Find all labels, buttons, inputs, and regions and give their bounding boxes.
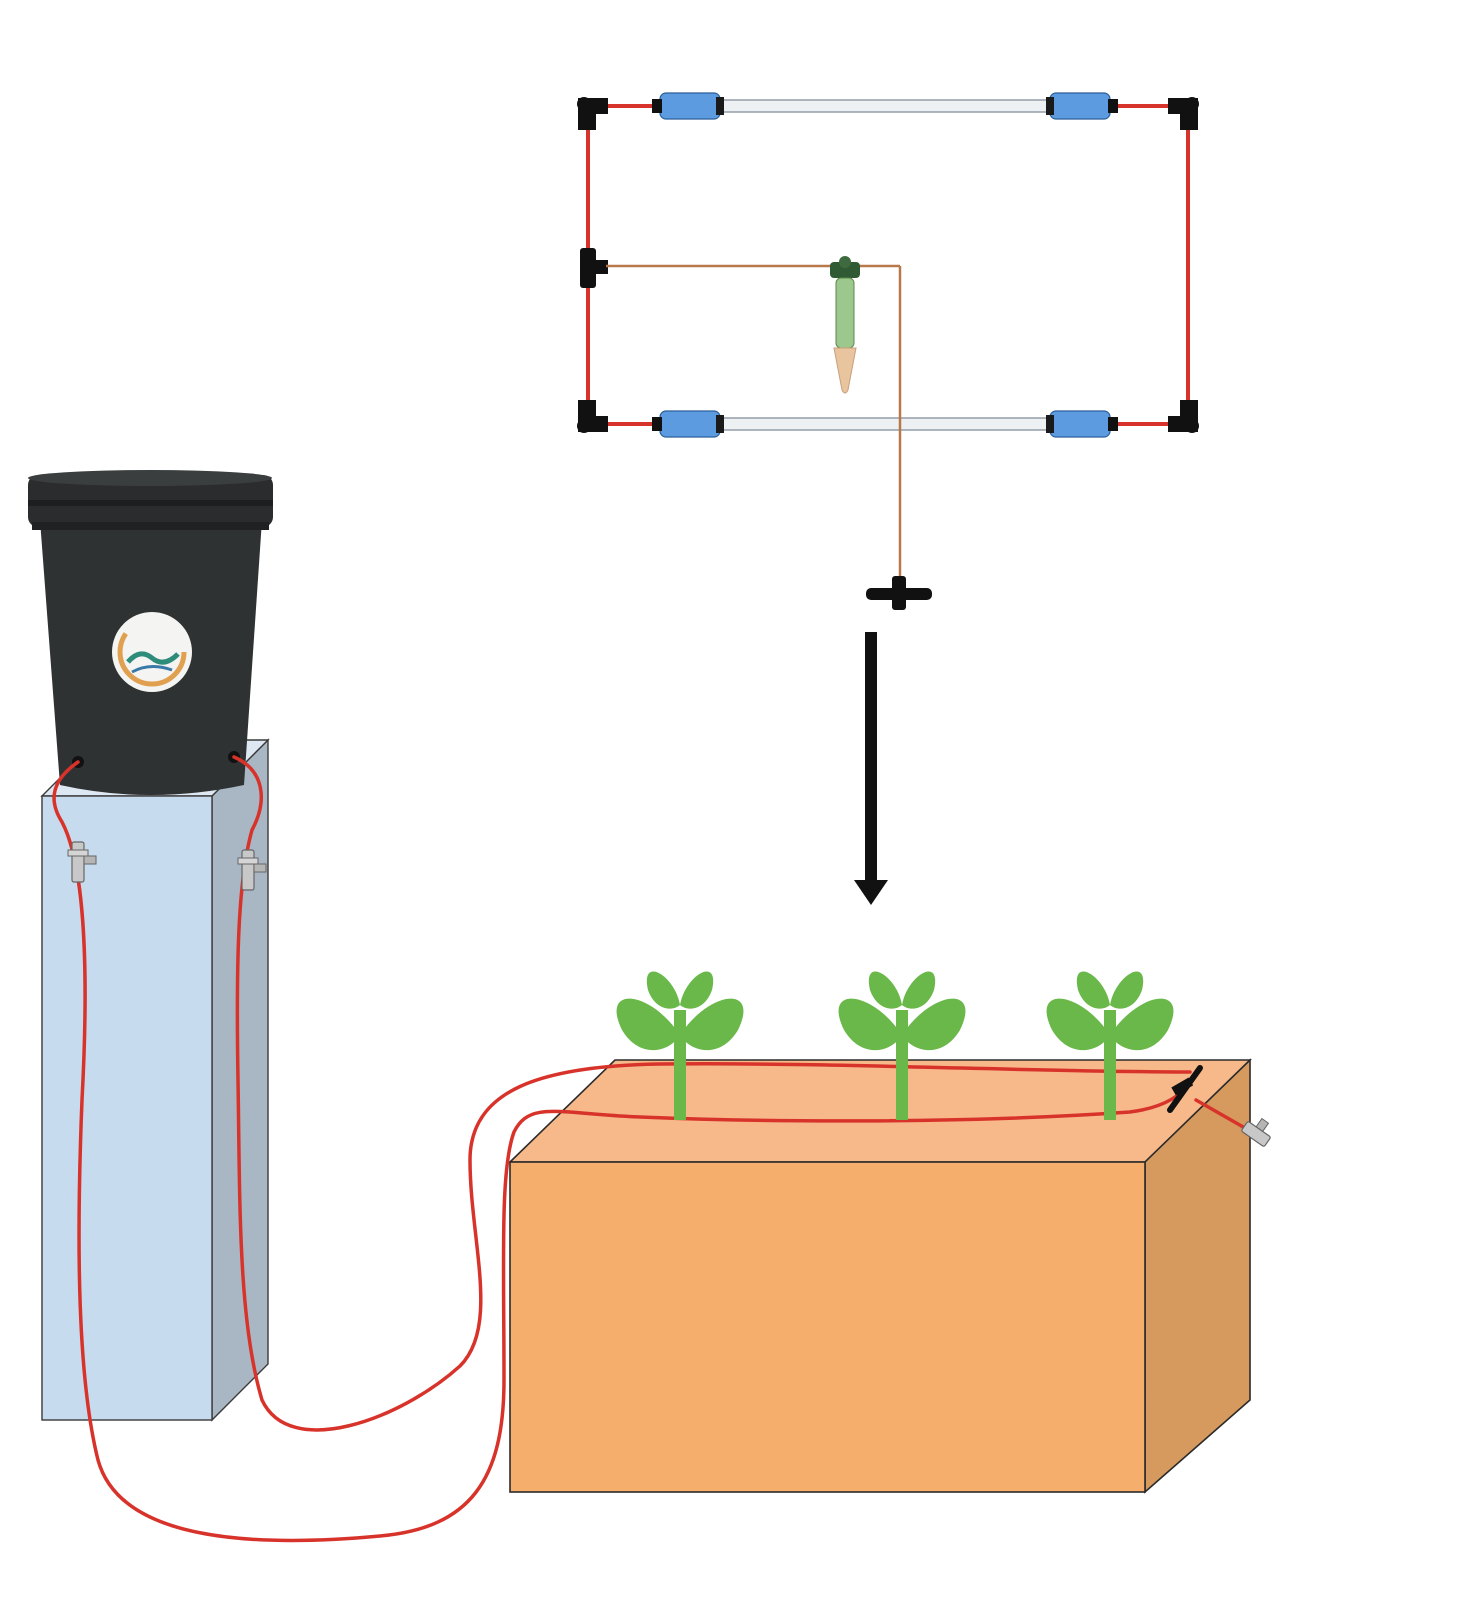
stand-side xyxy=(211,738,269,1422)
tubing-end-stub xyxy=(1194,1098,1247,1130)
sun-and-water-logo-icon xyxy=(112,612,192,692)
elbow-connector-icon xyxy=(1168,97,1199,130)
valve-clamp-icon xyxy=(1241,1117,1271,1147)
watering-spike-icon xyxy=(830,256,860,394)
bucket-rim-band-2 xyxy=(32,522,269,530)
tee-connector-icon xyxy=(1167,1065,1203,1113)
tubing-left-run xyxy=(52,760,1192,1543)
irrigation-tubing xyxy=(52,755,1247,1543)
hose-coupler-icon xyxy=(652,410,724,438)
planter-box xyxy=(508,1058,1252,1494)
seedling-icon xyxy=(838,971,966,1120)
stand-front xyxy=(41,795,213,1421)
seedling-icon xyxy=(1046,971,1174,1120)
water-bucket xyxy=(28,470,273,795)
planter-box-front xyxy=(509,1161,1146,1493)
tee-connector-icon xyxy=(580,248,608,288)
tee-connector-icon xyxy=(866,576,932,610)
valve-clamp-icon xyxy=(67,841,97,883)
bucket-top xyxy=(28,470,272,486)
valve-clamp-icon xyxy=(237,849,267,891)
down-arrow-icon xyxy=(854,632,888,905)
irrigation-frame-detail xyxy=(577,92,1199,610)
hose-coupler-icon xyxy=(1046,92,1118,120)
bucket-rim-band-1 xyxy=(28,500,273,506)
bucket-stand xyxy=(40,738,270,1422)
hose-coupler-icon xyxy=(652,92,724,120)
elbow-connector-icon xyxy=(577,400,608,433)
elbow-connector-icon xyxy=(1168,400,1199,433)
seedling-icon xyxy=(616,971,744,1120)
elbow-connector-icon xyxy=(577,97,608,130)
tubing-right-run xyxy=(232,755,1192,1432)
hose-coupler-icon xyxy=(1046,410,1118,438)
